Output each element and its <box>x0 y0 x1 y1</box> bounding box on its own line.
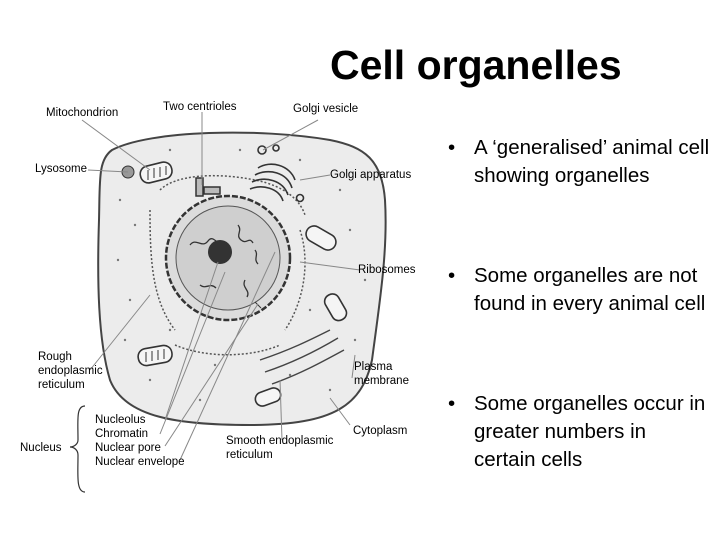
label-rough-er-line-1: Rough <box>38 351 72 363</box>
label-nucleus-parts: Nucleolus Chromatin Nuclear pore Nuclear… <box>95 413 185 469</box>
label-mitochondrion: Mitochondrion <box>46 107 119 119</box>
label-rough-er: Rough endoplasmic reticulum <box>38 350 103 392</box>
label-lysosome: Lysosome <box>35 163 87 175</box>
label-cytoplasm: Cytoplasm <box>353 425 408 437</box>
nucleolus-shape <box>208 240 232 264</box>
rough-er-shape <box>149 174 306 356</box>
label-nuclear-pore: Nuclear pore <box>95 442 161 454</box>
mitochondria-cristae <box>145 166 167 362</box>
bullet-marker: • <box>448 136 456 159</box>
label-golgi-vesicle: Golgi vesicle <box>293 103 359 115</box>
slide-title: Cell organelles <box>330 42 622 88</box>
label-plasma-membrane-line-2: membrane <box>354 375 409 387</box>
label-rough-er-line-3: reticulum <box>38 379 85 391</box>
label-plasma-membrane-line-1: Plasma <box>354 361 393 373</box>
label-ribosomes: Ribosomes <box>358 264 416 276</box>
label-nucleus: Nucleus <box>20 442 62 454</box>
label-two-centrioles: Two centrioles <box>163 101 237 113</box>
label-smooth-er-line-1: Smooth endoplasmic <box>226 435 334 447</box>
label-nucleolus: Nucleolus <box>95 414 146 426</box>
label-smooth-er: Smooth endoplasmic reticulum <box>226 434 333 462</box>
bullet-text: A ‘generalised’ animal cell showing orga… <box>474 136 710 187</box>
chromatin-shape <box>189 224 259 298</box>
leader-lines <box>81 112 361 461</box>
cell-diagram <box>69 112 387 493</box>
bullet-text: Some organelles occur in greater numbers… <box>474 392 706 471</box>
label-golgi-apparatus: Golgi apparatus <box>330 169 412 181</box>
nucleus-brace <box>69 405 86 493</box>
golgi-apparatus-shape <box>249 144 305 203</box>
label-plasma-membrane: Plasma membrane <box>354 360 409 388</box>
bullet-marker: • <box>448 392 456 415</box>
label-rough-er-line-2: endoplasmic <box>38 365 103 377</box>
bullet-text: Some organelles are not found in every a… <box>474 264 706 315</box>
bullet-marker: • <box>448 264 456 287</box>
nuclear-pore-shape <box>254 301 262 309</box>
label-nuclear-envelope: Nuclear envelope <box>95 456 185 468</box>
centrioles-shape <box>195 177 221 197</box>
label-smooth-er-line-2: reticulum <box>226 449 273 461</box>
label-chromatin: Chromatin <box>95 428 149 440</box>
